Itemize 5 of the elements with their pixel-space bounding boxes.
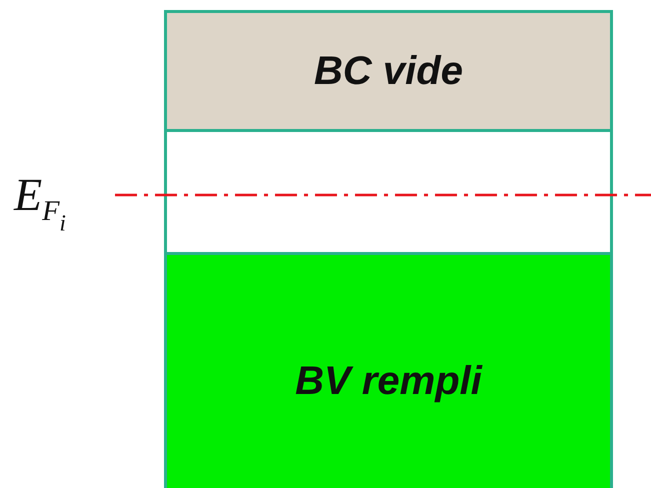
energy-band (164, 255, 613, 488)
band-label: BV rempli (295, 358, 482, 404)
band-gap (164, 132, 613, 255)
energy-band (164, 10, 613, 132)
band-label: BC vide (314, 48, 463, 94)
